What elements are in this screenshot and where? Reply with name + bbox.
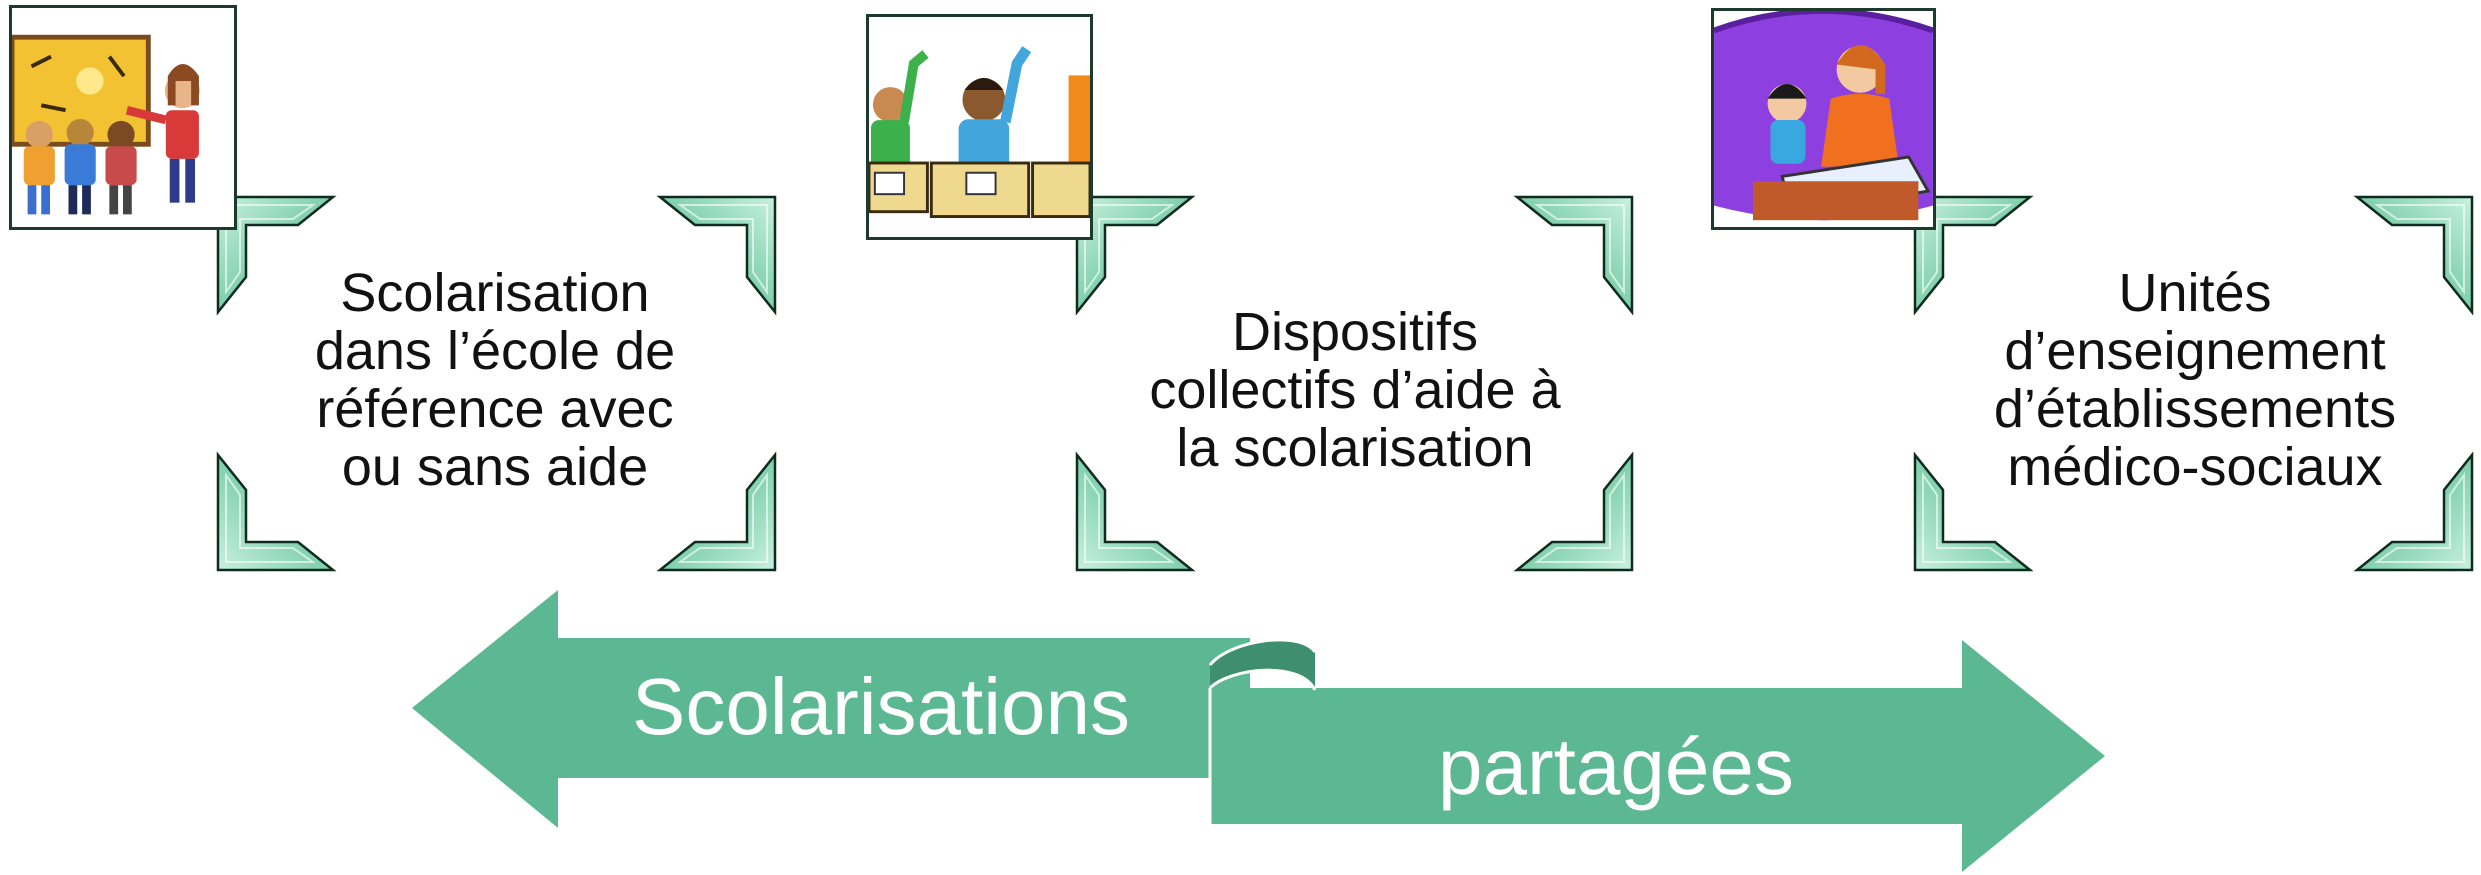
box-2-line-1: Dispositifs bbox=[1231, 302, 1479, 362]
right-arrow bbox=[1210, 640, 2105, 872]
box-1-line-2: dans l’école de bbox=[314, 321, 676, 381]
box-3-text: Unités d’enseignement d’établissements m… bbox=[1945, 225, 2445, 535]
arrow-right-label: partagées bbox=[1438, 722, 1794, 811]
picture-raising-hands bbox=[866, 14, 1093, 240]
box-2-text: Dispositifs collectifs d’aide à la scola… bbox=[1105, 240, 1605, 540]
box-3-line-2: d’enseignement bbox=[2004, 321, 2386, 381]
box-3-line-3: d’établissements bbox=[1993, 379, 2397, 439]
box-2-line-2: collectifs d’aide à bbox=[1149, 360, 1561, 420]
ribbon-fold bbox=[1208, 638, 1317, 824]
box-3-line-4: médico-sociaux bbox=[2007, 437, 2383, 497]
box-1-text: Scolarisation dans l’école de référence … bbox=[250, 225, 740, 535]
box-3-line-1: Unités bbox=[2118, 263, 2272, 323]
left-arrow bbox=[412, 590, 1250, 828]
box-1-line-4: ou sans aide bbox=[341, 437, 649, 497]
picture-adult-helping-child bbox=[1711, 8, 1936, 230]
box-1-line-1: Scolarisation bbox=[340, 263, 650, 323]
box-2-line-3: la scolarisation bbox=[1176, 418, 1534, 478]
box-1-line-3: référence avec bbox=[316, 379, 674, 439]
arrow-left-label: Scolarisations bbox=[632, 662, 1131, 751]
picture-teacher-at-board bbox=[9, 5, 237, 230]
